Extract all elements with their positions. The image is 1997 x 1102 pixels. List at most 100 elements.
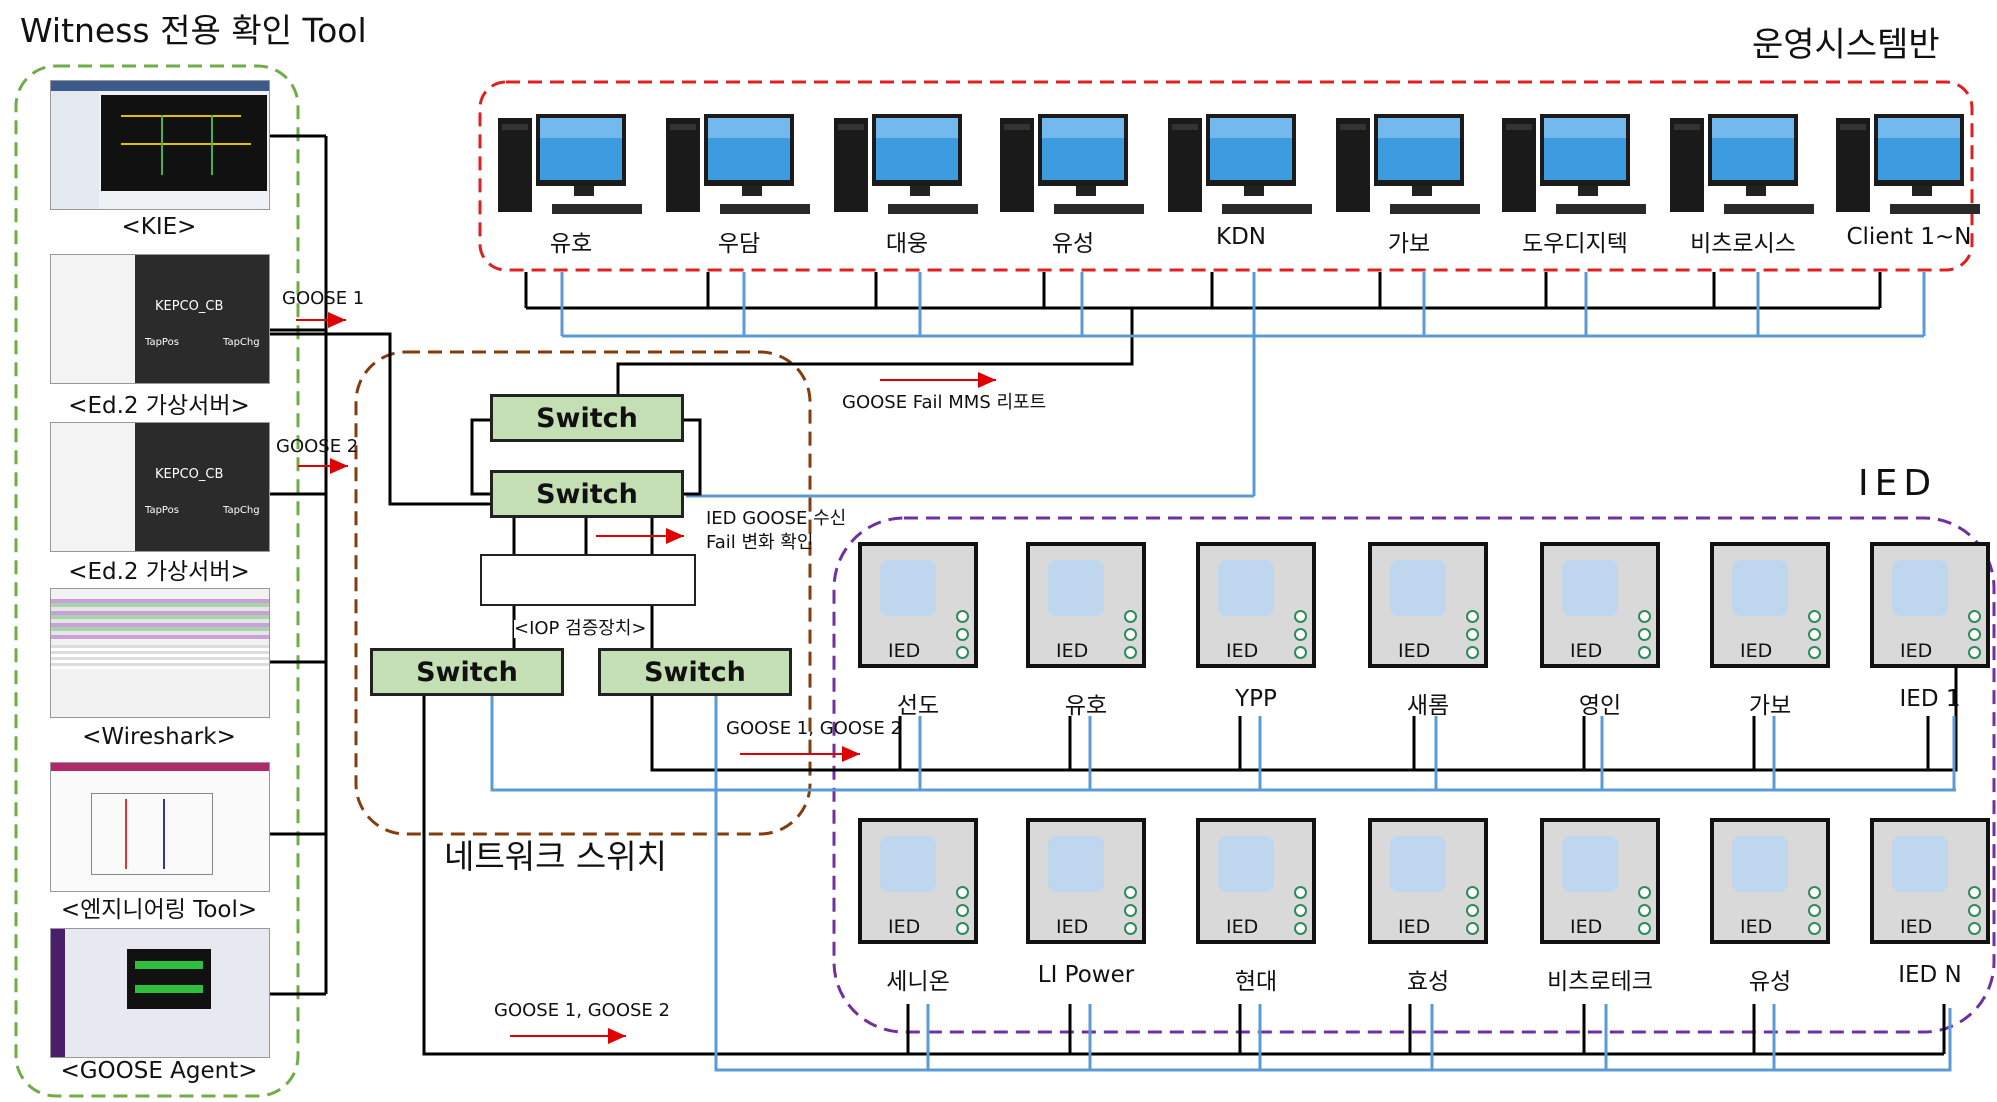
- ied-led-icon: [1638, 886, 1651, 899]
- ied-screen: [1892, 560, 1948, 616]
- ied-led-icon: [1294, 922, 1307, 935]
- ops-pc-label: 유성: [1051, 231, 1095, 257]
- ied-led-icon: [1968, 646, 1981, 659]
- ied-name-label: IED N: [1898, 962, 1962, 988]
- ied-led-icon: [1466, 628, 1479, 641]
- tool-engineering-label: <엔지니어링 Tool>: [60, 897, 258, 923]
- ed2-2-screen-text: KEPCO_CB: [155, 467, 224, 482]
- ied-device: IED: [1026, 542, 1146, 668]
- ied-device-label: IED: [1740, 640, 1773, 662]
- ied-led-icon: [1968, 628, 1981, 641]
- ied-led-icon: [1808, 922, 1821, 935]
- ied-led-icon: [1968, 886, 1981, 899]
- ied-device-label: IED: [1226, 916, 1259, 938]
- ied-led-icon: [1466, 610, 1479, 623]
- ied-led-icon: [1294, 904, 1307, 917]
- ied-screen: [880, 560, 936, 616]
- tool-goose-agent-label: <GOOSE Agent>: [60, 1058, 258, 1084]
- iop-verification-device: [480, 554, 696, 606]
- tool-ed2-server-2-label: <Ed.2 가상서버>: [68, 559, 250, 585]
- ied-led-icon: [1294, 886, 1307, 899]
- ied-led-icon: [956, 904, 969, 917]
- iop-device-label: <IOP 검증장치>: [514, 618, 647, 639]
- ied-led-icon: [1968, 904, 1981, 917]
- desktop-computer-icon: [1336, 114, 1480, 214]
- ops-pc-1: [496, 112, 646, 262]
- ied-led-icon: [1124, 922, 1137, 935]
- ied-led-icon: [1638, 904, 1651, 917]
- ied-device: IED: [1870, 542, 1990, 668]
- ied-device-label: IED: [888, 916, 921, 938]
- ied-device-label: IED: [1900, 916, 1933, 938]
- ied-led-icon: [1466, 886, 1479, 899]
- ied-device: IED: [1710, 542, 1830, 668]
- ied-led-icon: [1808, 628, 1821, 641]
- ied-led-icon: [1124, 628, 1137, 641]
- desktop-computer-icon: [666, 114, 810, 214]
- ied-led-icon: [1124, 646, 1137, 659]
- ied-name-label: 유호: [1064, 693, 1108, 719]
- ed2-server-2-screenshot: KEPCO_CB TapPos TapChg: [50, 422, 270, 552]
- engineering-tool-screenshot: [50, 762, 270, 892]
- ops-pc-label: 비츠로시스: [1690, 231, 1796, 257]
- ied-led-icon: [1638, 922, 1651, 935]
- ied-group-title: IED: [1858, 463, 1938, 504]
- ied-screen: [1732, 836, 1788, 892]
- switch-middle: Switch: [490, 470, 684, 518]
- ied-device-label: IED: [1570, 640, 1603, 662]
- ied-led-icon: [1638, 646, 1651, 659]
- ied-device-label: IED: [888, 640, 921, 662]
- switch-lower-right: Switch: [598, 648, 792, 696]
- ied-device: IED: [1368, 542, 1488, 668]
- switch-lower-left: Switch: [370, 648, 564, 696]
- ops-pc-label: Client 1~N: [1846, 224, 1972, 250]
- desktop-computer-icon: [1168, 114, 1312, 214]
- network-group-outline: [354, 350, 812, 836]
- ied-screen: [1390, 836, 1446, 892]
- ied-screen: [880, 836, 936, 892]
- desktop-computer-icon: [1836, 114, 1980, 214]
- ied-led-icon: [1466, 922, 1479, 935]
- desktop-computer-icon: [834, 114, 978, 214]
- ied-device: IED: [858, 542, 978, 668]
- ied-led-icon: [1124, 886, 1137, 899]
- ied-led-icon: [1808, 886, 1821, 899]
- ied-device-label: IED: [1056, 640, 1089, 662]
- ied-screen: [1218, 836, 1274, 892]
- ied-led-icon: [1968, 610, 1981, 623]
- ied-name-label: 새롬: [1406, 693, 1450, 719]
- goose-agent-screenshot: [50, 928, 270, 1058]
- ied-name-label: YPP: [1235, 686, 1277, 712]
- ops-system-title: 운영시스템반: [1752, 25, 1940, 65]
- ops-pc-label: 가보: [1387, 231, 1431, 257]
- ops-pc-label: KDN: [1216, 224, 1266, 250]
- switch-top: Switch: [490, 394, 684, 442]
- ied-led-icon: [1638, 628, 1651, 641]
- ops-pc-8: [1668, 112, 1818, 262]
- ied-device: IED: [1196, 542, 1316, 668]
- ied-name-label: 영인: [1578, 693, 1622, 719]
- ied-group-outline: [832, 516, 1996, 1034]
- ied-led-icon: [1466, 904, 1479, 917]
- ied-name-label: 비츠로테크: [1547, 969, 1653, 995]
- ied-device: IED: [858, 818, 978, 944]
- ied-screen: [1732, 560, 1788, 616]
- ied-led-icon: [1124, 904, 1137, 917]
- tools-group-outline: [14, 64, 300, 1098]
- ied-device: IED: [1196, 818, 1316, 944]
- tool-ed2-server-1-label: <Ed.2 가상서버>: [68, 393, 250, 419]
- ied-device-label: IED: [1570, 916, 1603, 938]
- ied-led-icon: [1808, 646, 1821, 659]
- ied-screen: [1892, 836, 1948, 892]
- desktop-computer-icon: [1502, 114, 1646, 214]
- desktop-computer-icon: [498, 114, 642, 214]
- ied-name-label: 유성: [1748, 969, 1792, 995]
- ops-pc-4: [998, 112, 1148, 262]
- ied-goose-recv-line2: Fail 변화 확인: [706, 532, 814, 553]
- desktop-computer-icon: [1000, 114, 1144, 214]
- ied-led-icon: [1466, 646, 1479, 659]
- goose-fail-mms-label: GOOSE Fail MMS 리포트: [842, 392, 1047, 413]
- ed2-1-pos: TapPos: [145, 337, 179, 348]
- ed2-1-screen-text: KEPCO_CB: [155, 299, 224, 314]
